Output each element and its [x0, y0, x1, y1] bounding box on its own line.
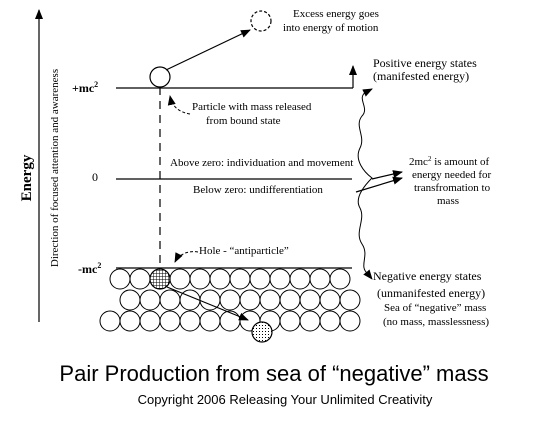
sea-circle	[119, 289, 141, 311]
sea-circle	[319, 289, 341, 311]
sea-circle	[259, 289, 281, 311]
sea-circle	[129, 268, 151, 290]
hole-text: Hole - “antiparticle”	[199, 245, 289, 257]
level-plus-mc2-label: +mc2	[72, 80, 98, 95]
level-minus-mc2-label: -mc2	[78, 261, 101, 276]
sea-circle	[219, 289, 241, 311]
hole-antiparticle	[149, 268, 171, 290]
transformation-arrow	[371, 170, 403, 180]
copyright-text: Copyright 2006 Releasing Your Unlimited …	[138, 392, 433, 407]
sea-circle	[339, 310, 361, 332]
sea-circle	[179, 310, 201, 332]
sea-circle	[119, 310, 141, 332]
energy-axis-label: Energy	[19, 154, 35, 201]
sea-circle	[319, 310, 341, 332]
level-zero-label: 0	[92, 170, 98, 184]
below-zero-text: Below zero: undifferentiation	[193, 184, 323, 196]
amount-2mc2-text: 2mc2 is amount of energy needed for tran…	[409, 155, 494, 207]
sea-circle	[189, 268, 211, 290]
hole-pointer	[174, 251, 199, 263]
particle-released-text: Particle with mass released from bound s…	[192, 101, 314, 127]
sea-circle	[339, 289, 361, 311]
sea-circle	[139, 310, 161, 332]
sea-circle	[199, 310, 221, 332]
sea-circle	[299, 310, 321, 332]
sea-circle	[209, 268, 231, 290]
sea-circle	[279, 289, 301, 311]
sea-circle	[229, 268, 251, 290]
created-particle-dotted	[251, 321, 273, 343]
sea-circle	[279, 310, 301, 332]
brace-bottom-arrow	[363, 269, 373, 280]
sea-circle	[159, 310, 181, 332]
excess-energy-text: Excess energy goes into energy of motion	[283, 8, 382, 34]
positive-energy-states-text: Positive energy states (manifested energ…	[373, 56, 480, 83]
sea-circle	[169, 268, 191, 290]
sea-circle	[299, 289, 321, 311]
pair-production-arrow	[166, 286, 249, 321]
above-zero-text: Above zero: individuation and movement	[170, 157, 353, 169]
negative-mass-sea	[99, 268, 361, 332]
diagram-title: Pair Production from sea of “negative” m…	[59, 361, 488, 386]
sea-circle	[249, 268, 271, 290]
sea-circle	[109, 268, 131, 290]
brace-top-arrow	[362, 88, 373, 97]
moving-particle-dashed	[250, 10, 272, 32]
negative-sea-text: Sea of “negative” mass (no mass, massles…	[383, 302, 489, 328]
motion-arrow	[165, 29, 251, 71]
sea-circle	[239, 289, 261, 311]
particle-released-pointer	[167, 95, 191, 115]
sea-circle	[219, 310, 241, 332]
sea-circle	[329, 268, 351, 290]
sea-circle	[159, 289, 181, 311]
negative-energy-states-text: Negative energy states (unmanifested ene…	[373, 269, 485, 300]
sea-circle	[269, 268, 291, 290]
sea-circle	[309, 268, 331, 290]
sea-circle	[289, 268, 311, 290]
direction-axis-label: Direction of focused attention and aware…	[49, 69, 61, 267]
sea-circle	[99, 310, 121, 332]
sea-circle	[139, 289, 161, 311]
transformation-arrow-2	[355, 176, 403, 193]
curly-brace	[357, 91, 373, 275]
